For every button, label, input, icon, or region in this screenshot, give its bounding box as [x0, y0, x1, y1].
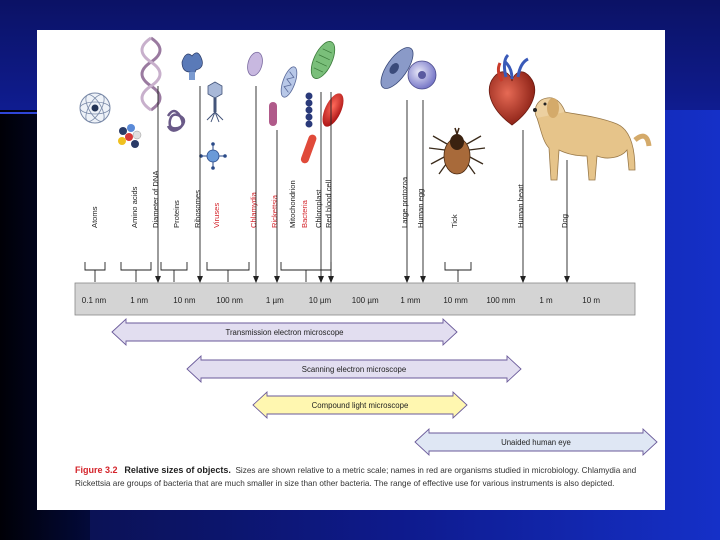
mitochondrion-icon: [280, 66, 298, 98]
label-chlamydia: Chlamydia: [249, 191, 258, 228]
label-proteins: Proteins: [172, 200, 181, 228]
amino-acids-icon: [118, 124, 142, 148]
arrow-scanning-electron-microscope: [186, 354, 522, 384]
protozoa-icon: [380, 47, 414, 89]
human-heart-icon: [489, 53, 535, 126]
scale-tick-1-m: 1 m: [539, 296, 553, 305]
arrow-transmission-electron-microscope: [111, 317, 458, 347]
rickettsia-icon: [269, 102, 277, 126]
label-human-egg: Human egg: [416, 189, 425, 228]
figure-title: Relative sizes of objects.: [124, 465, 231, 475]
scale-tick-10-m: 10 m: [582, 296, 600, 305]
label-ribosomes: Ribosomes: [193, 190, 202, 228]
chlamydia-icon: [247, 51, 263, 77]
arrow-unaided-human-eye: [414, 427, 658, 457]
instrument-ranges: Transmission electron microscopeScanning…: [111, 317, 658, 457]
scale-tick-1-m: 1 µm: [266, 296, 284, 305]
human-egg-icon: [407, 60, 437, 90]
size-diagram: Atoms Amino acids Diameter of DNA Proteins R…: [74, 36, 658, 457]
label-amino-acids: Amino acids: [130, 186, 139, 228]
label-scanning-electron-microscope: Scanning electron microscope: [302, 365, 406, 374]
scale-tick-0-1-nm: 0.1 nm: [82, 296, 107, 305]
dna-icon: [140, 36, 162, 112]
scale-tick-100-nm: 100 nm: [216, 296, 243, 305]
label-dog: Dog: [560, 214, 569, 228]
scale-tick-10-mm: 10 mm: [443, 296, 468, 305]
virus-particle-icon: [199, 142, 227, 170]
label-compound-light-microscope: Compound light microscope: [312, 401, 409, 410]
label-large-protozoa: Large protozoa: [400, 176, 409, 228]
label-bacteria: Bacteria: [300, 199, 309, 228]
arrow-compound-light-microscope: [252, 390, 468, 420]
red-blood-cell-icon: [322, 93, 344, 127]
scale-tick-10-nm: 10 nm: [173, 296, 196, 305]
scale-bar: [74, 282, 636, 316]
label-human-heart: Human heart: [516, 183, 525, 228]
chloroplast-icon: [310, 41, 336, 79]
label-viruses: Viruses: [212, 203, 221, 228]
label-chloroplast: Chloroplast: [314, 189, 323, 228]
scale-tick-1-mm: 1 mm: [400, 296, 420, 305]
label-red-blood-cell: Red blood cell: [324, 180, 333, 228]
label-rickettsia: Rickettsia: [270, 194, 279, 228]
figure-caption: Figure 3.2 Relative sizes of objects. Si…: [75, 464, 655, 490]
scale-tick-10-m: 10 µm: [309, 296, 332, 305]
scale-tick-1-nm: 1 nm: [130, 296, 148, 305]
atom-icon: [79, 92, 111, 124]
label-diameter-of-dna: Diameter of DNA: [151, 170, 160, 228]
figure-number: Figure 3.2: [75, 465, 118, 475]
dog-icon: [533, 97, 652, 181]
label-mitochondrion: Mitochondrion: [288, 180, 297, 228]
scale-tick-100-m: 100 µm: [352, 296, 379, 305]
scale-tick-100-mm: 100 mm: [486, 296, 515, 305]
pointer-lines: [84, 86, 570, 284]
label-transmission-electron-microscope: Transmission electron microscope: [225, 328, 343, 337]
label-atoms: Atoms: [90, 206, 99, 228]
label-tick: Tick: [450, 214, 459, 228]
protein-icon: [166, 109, 186, 132]
ribosome-icon: [181, 52, 203, 80]
label-unaided-human-eye: Unaided human eye: [501, 438, 571, 447]
object-labels: Atoms Amino acids Diameter of DNA Proteins R…: [90, 170, 569, 228]
virus-icon: [206, 81, 224, 123]
tick-icon: [428, 127, 486, 175]
bacteria-icon: [305, 92, 313, 128]
figure-caption-text: Sizes are shown relative to a metric sca…: [75, 466, 637, 488]
bacteria-rod-icon: [300, 134, 317, 164]
scale-ticks: 0.1 nm 1 nm 10 nm 100 nm 1 µm 10 µm 100 µm 1 mm…: [82, 296, 601, 305]
